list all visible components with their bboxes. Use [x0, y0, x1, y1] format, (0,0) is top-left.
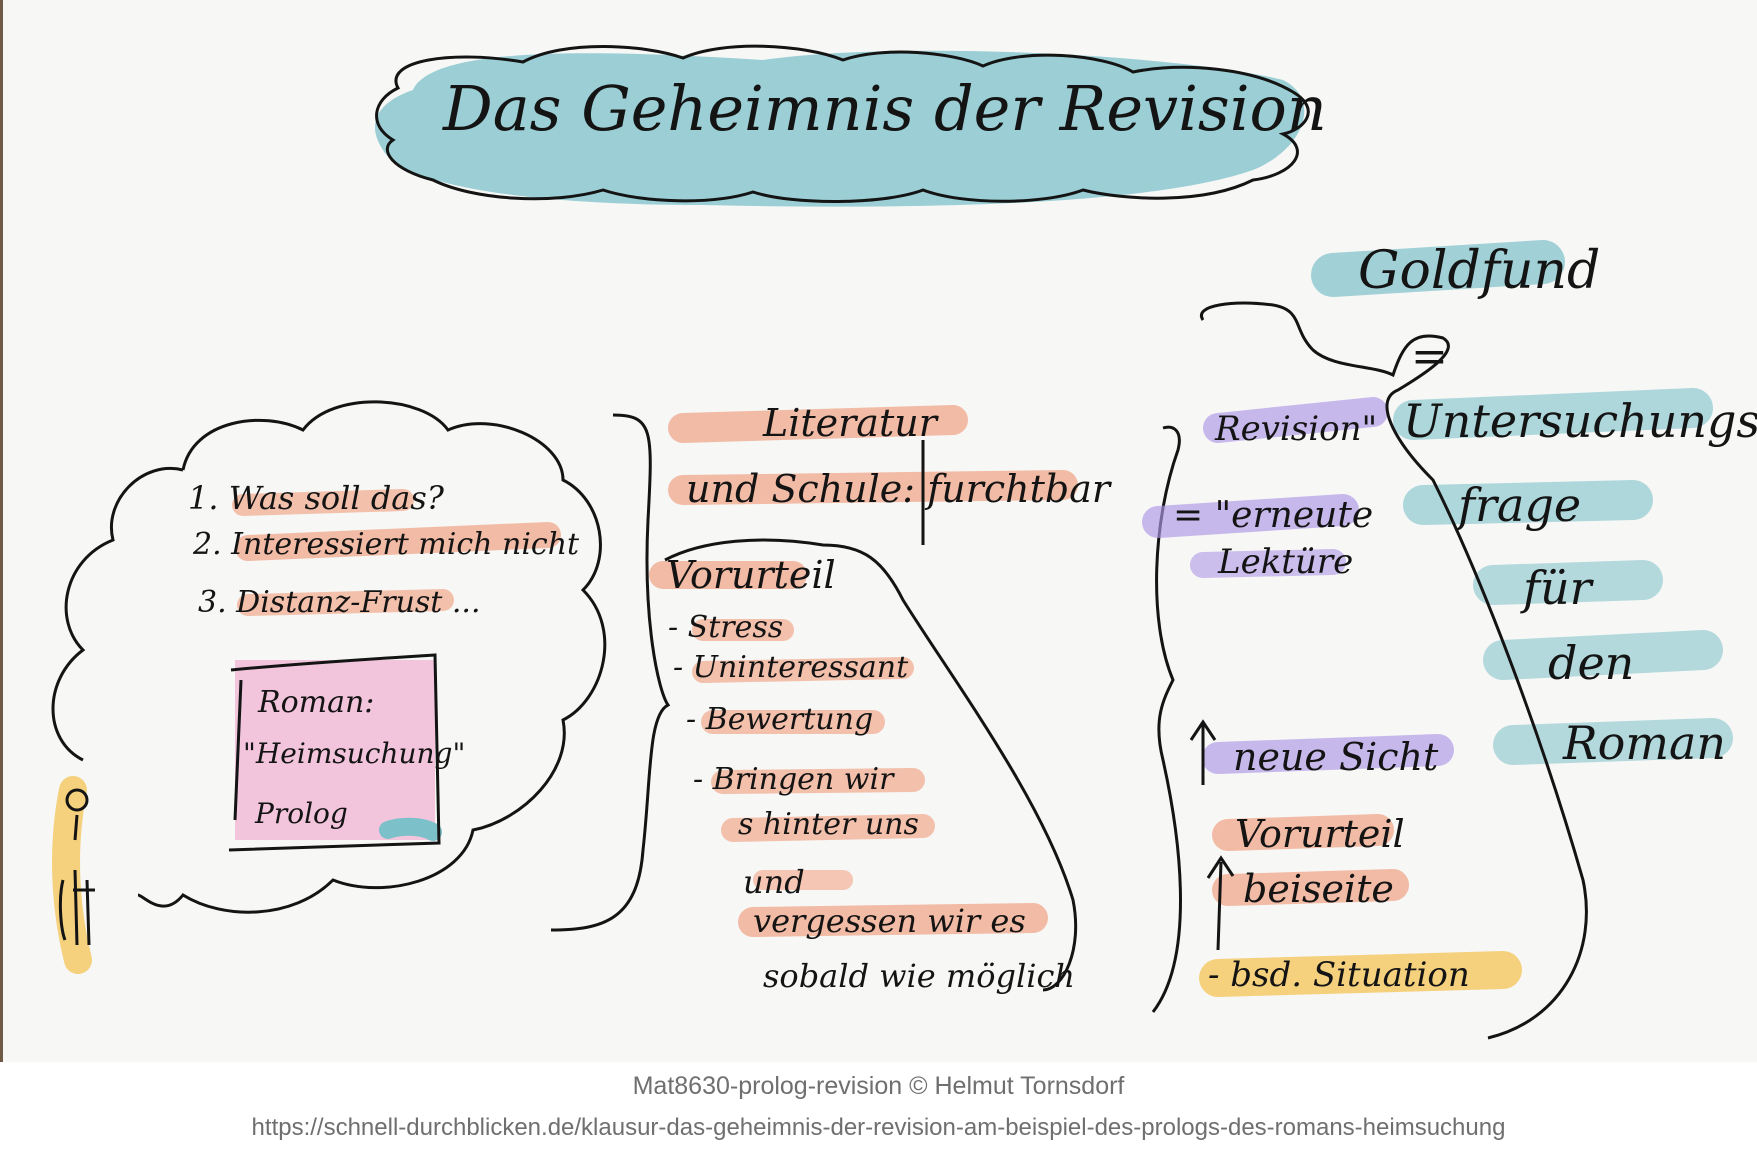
roman-box-line2: "Heimsuchung" [243, 737, 466, 770]
title-cloud-fill [374, 50, 1305, 207]
hl-vorurteil-2 [1212, 814, 1394, 851]
middle-item-und: und [743, 863, 805, 901]
hl-neue-sicht [1202, 734, 1454, 774]
hl-revision [1203, 397, 1388, 443]
arrow-vorurteil [1206, 855, 1235, 951]
right-prejudice-1: Vorurteil [1235, 812, 1405, 856]
hl-roman [1493, 718, 1733, 765]
bubble-item-3: 3. Distanz-Frust ... [198, 585, 481, 620]
hl-item2 [235, 522, 561, 561]
hl-uninteressant [692, 657, 914, 683]
farright-goldfund: Goldfund [1358, 241, 1601, 301]
hl-frage [1403, 480, 1653, 525]
hl-hinter [721, 814, 935, 842]
middle-bracket [550, 413, 671, 932]
caption-line-1: Mat8630-prolog-revision © Helmut Tornsdo… [632, 1072, 1125, 1100]
middle-item-vergessen: vergessen wir es [753, 902, 1026, 940]
farright-line-1: Untersuchungs- [1403, 394, 1757, 448]
farright-line-3: für [1523, 561, 1592, 615]
right-bracket [1151, 425, 1182, 1013]
farright-equals: = [1411, 331, 1448, 382]
farright-line-5: Roman [1563, 716, 1726, 770]
roman-box-line3: Prolog [255, 797, 348, 830]
sketch-drawing [51, 44, 1733, 1040]
roman-box-fill [235, 660, 435, 840]
middle-prejudice-label: Vorurteil [666, 553, 836, 597]
roman-box-teal-mark [379, 817, 442, 841]
hl-item1 [232, 489, 414, 516]
middle-item-uninteressant: - Uninteressant [673, 650, 909, 685]
person-head [65, 788, 89, 812]
arrow-neue-sicht [1189, 719, 1217, 785]
hl-goldfund [1311, 240, 1565, 297]
hl-den [1483, 630, 1723, 680]
title-cloud-outline [375, 44, 1310, 203]
person-body [58, 814, 95, 946]
hl-bringen [711, 768, 925, 794]
hl-literatur [668, 405, 968, 443]
hl-beiseite [1212, 869, 1409, 906]
goldfund-curve [1199, 301, 1588, 1040]
caption-link[interactable]: https://schnell-durchblicken.de/klausur-… [251, 1114, 1506, 1141]
middle-item-stress: - Stress [668, 610, 784, 645]
right-situation: - bsd. Situation [1208, 955, 1470, 995]
hl-untersuchungs [1393, 388, 1713, 440]
right-renewed-1: = "erneute [1173, 495, 1374, 536]
thought-bubble-outline [51, 400, 607, 914]
right-prejudice-2: beiseite [1243, 867, 1394, 911]
middle-heading-1: Literatur [763, 401, 937, 445]
hl-vergessen [738, 903, 1048, 937]
middle-item-bringen: - Bringen wir [693, 762, 894, 797]
hl-erneute [1142, 494, 1359, 538]
diagram-title: Das Geheimnis der Revision [443, 72, 1327, 145]
farright-line-2: frage [1458, 478, 1582, 532]
farright-line-4: den [1548, 636, 1635, 690]
hl-situation [1199, 951, 1522, 997]
right-renewed-2: Lektüre [1218, 542, 1354, 582]
bubble-item-1: 1. Was soll das? [188, 479, 444, 517]
whiteboard-sketch: Das Geheimnis der Revision 1. Was soll d… [0, 0, 1757, 1062]
hl-schule [668, 470, 1078, 505]
middle-item-sobald: sobald wie möglich [763, 957, 1075, 995]
roman-box-line1: Roman: [258, 685, 375, 720]
bubble-item-2: 2. Interessiert mich nicht [193, 527, 580, 562]
hl-fuer [1473, 560, 1663, 605]
right-revision: Revision" [1215, 409, 1378, 449]
middle-heading-2: und Schule: furchtbar [686, 467, 1111, 511]
roman-box-outline [228, 653, 441, 852]
middle-item-bewertung: - Bewertung [686, 702, 874, 737]
middle-item-hinter: s hinter uns [738, 807, 919, 842]
hl-item3 [237, 589, 454, 616]
hl-lektuere [1190, 549, 1346, 578]
right-new-view: neue Sicht [1233, 735, 1439, 779]
middle-enclosing-curve [664, 538, 1078, 992]
